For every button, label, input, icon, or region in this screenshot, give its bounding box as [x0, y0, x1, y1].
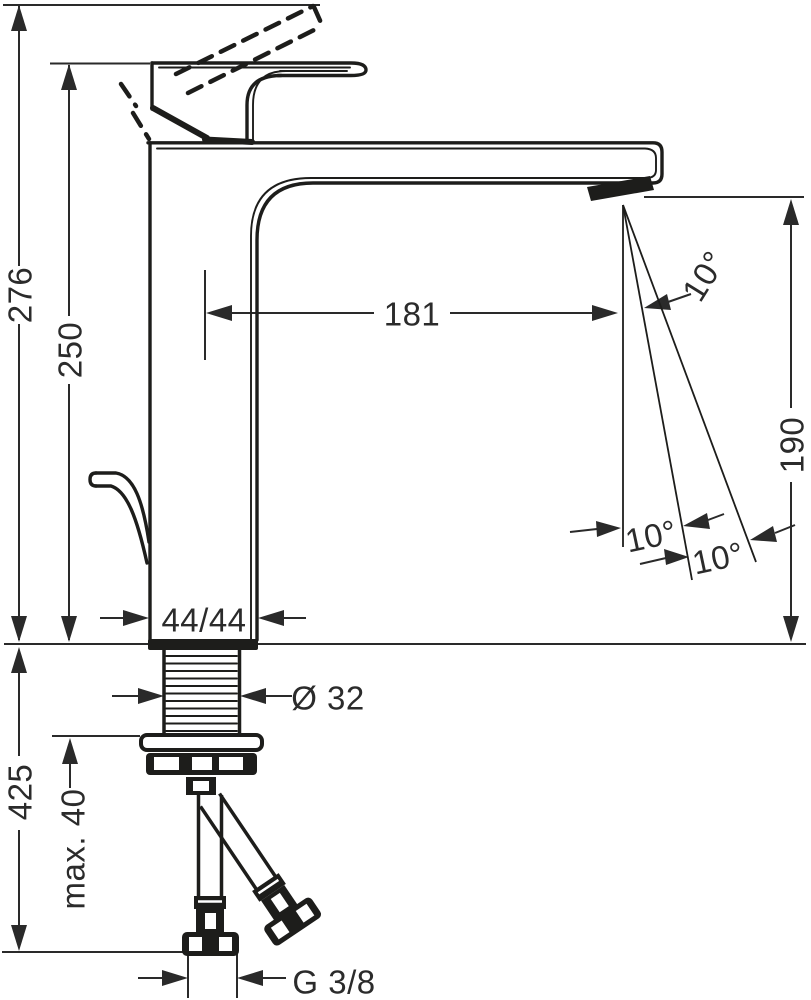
shank-threads: [165, 655, 238, 732]
dim-spout-height: [644, 196, 804, 642]
handle-raised-dashed: [118, 3, 325, 142]
label-shank-diameter: Ø 32: [291, 680, 365, 717]
handle-neck-inner: [252, 70, 287, 142]
dim-handle-height: [61, 64, 77, 642]
mounting-hardware: [139, 650, 322, 956]
supply-hose-vertical: [182, 795, 239, 956]
label-thread-size: G 3/8: [292, 964, 375, 1000]
label-angle-top: 10°: [675, 244, 734, 307]
dim-shank-diameter: [112, 688, 292, 704]
stream-line-20deg: [622, 204, 757, 563]
pull-rod-bottom: [94, 484, 149, 565]
label-spout-reach: 181: [384, 296, 441, 333]
label-spout-height: 190: [774, 417, 811, 474]
dim-angle-top: [644, 293, 692, 310]
dim-hose-length: [11, 647, 27, 951]
label-base-dimensions: 44/44: [161, 602, 246, 639]
dimension-lines: [2, 4, 806, 998]
stream-line-10deg: [622, 204, 693, 581]
pull-rod-cap: [88, 471, 98, 488]
label-max-deck-thickness: max. 40: [55, 789, 92, 910]
handle-lever: [150, 61, 368, 78]
dim-angle-mid: [569, 513, 725, 537]
pull-rod-top: [94, 471, 151, 544]
dimension-labels: 276 250 181 10° 190 10° 10° 44/44 Ø 32 4…: [2, 244, 811, 1000]
dim-base: [100, 610, 306, 626]
supply-hose-angled: [199, 792, 322, 946]
dim-max-deck-thickness: [52, 735, 140, 788]
washer: [139, 733, 264, 752]
dim-overall-height: [11, 5, 27, 642]
label-angle-low: 10°: [689, 535, 747, 582]
body-base: [148, 639, 258, 650]
dim-angle-low: [639, 524, 796, 565]
spout-inner-line: [156, 147, 657, 641]
aerator-outlet: [587, 176, 654, 201]
spout-outline: [146, 141, 664, 642]
dim-spout-reach: [204, 270, 618, 360]
dim-thread: [138, 942, 286, 998]
escutcheon-diagonal: [150, 105, 210, 141]
label-handle-height: 250: [52, 322, 89, 379]
handle-neck-outer: [245, 73, 283, 143]
faucet-outline: [88, 61, 664, 650]
stream-lines: [622, 204, 757, 581]
label-overall-height: 276: [2, 267, 39, 324]
label-hose-length: 425: [2, 764, 39, 821]
